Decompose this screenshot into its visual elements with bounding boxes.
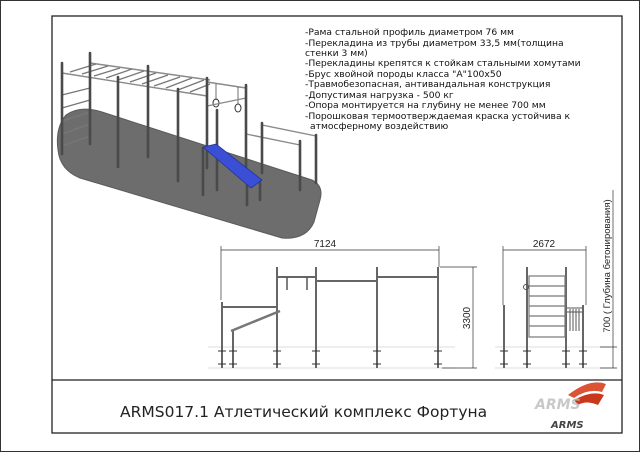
depth-dimension	[600, 190, 617, 369]
spec-line: -Опора монтируется на глубину не менее 7…	[305, 100, 546, 111]
rubber-surface	[56, 108, 322, 239]
gymnastic-rings	[206, 81, 247, 113]
depth-label: 700 ( Глубина бетонирования)	[602, 199, 613, 332]
isometric-render	[56, 51, 322, 239]
spec-line: стенки 3 мм)	[305, 48, 368, 59]
bench	[202, 143, 263, 189]
spec-line: -Перекладины крепятся к стойкам стальным…	[305, 58, 581, 69]
side-elevation: 2672 700 ( Глубина бетонирования)	[495, 190, 617, 369]
length-dimension	[220, 246, 440, 300]
spec-line: атмосферному воздействию	[310, 121, 449, 132]
width-label: 2672	[533, 239, 556, 250]
arms-logo: ARMS ARMS	[534, 382, 606, 431]
front-elevation: 7124 3300	[208, 239, 477, 369]
length-label: 7124	[314, 239, 337, 250]
logo-watermark-text: ARMS	[534, 397, 581, 413]
height-dimension	[440, 266, 477, 369]
monkey-bars	[61, 62, 211, 147]
drawing-title: ARMS017.1 Атлетический комплекс Фортуна	[120, 403, 487, 421]
specifications: -Рама стальной профиль диаметром 76 мм -…	[305, 27, 581, 132]
spec-line: -Рама стальной профиль диаметром 76 мм	[305, 27, 514, 38]
spec-line: -Допустимая нагрузка - 500 кг	[305, 90, 454, 101]
spec-line: -Травмобезопасная, антивандальная констр…	[305, 79, 550, 90]
poles	[60, 51, 318, 207]
spec-line: -Брус хвойной породы класса "А"100х50	[305, 69, 502, 80]
height-label: 3300	[462, 306, 473, 329]
spec-line: -Порошковая термоотверждаемая краска уст…	[305, 111, 571, 122]
drawing-frame	[51, 15, 623, 434]
parallel-bars	[245, 124, 317, 146]
spec-line: -Перекладина из трубы диаметром 33,5 мм(…	[305, 38, 564, 49]
width-dimension	[502, 246, 587, 305]
logo-text: ARMS	[550, 420, 584, 431]
